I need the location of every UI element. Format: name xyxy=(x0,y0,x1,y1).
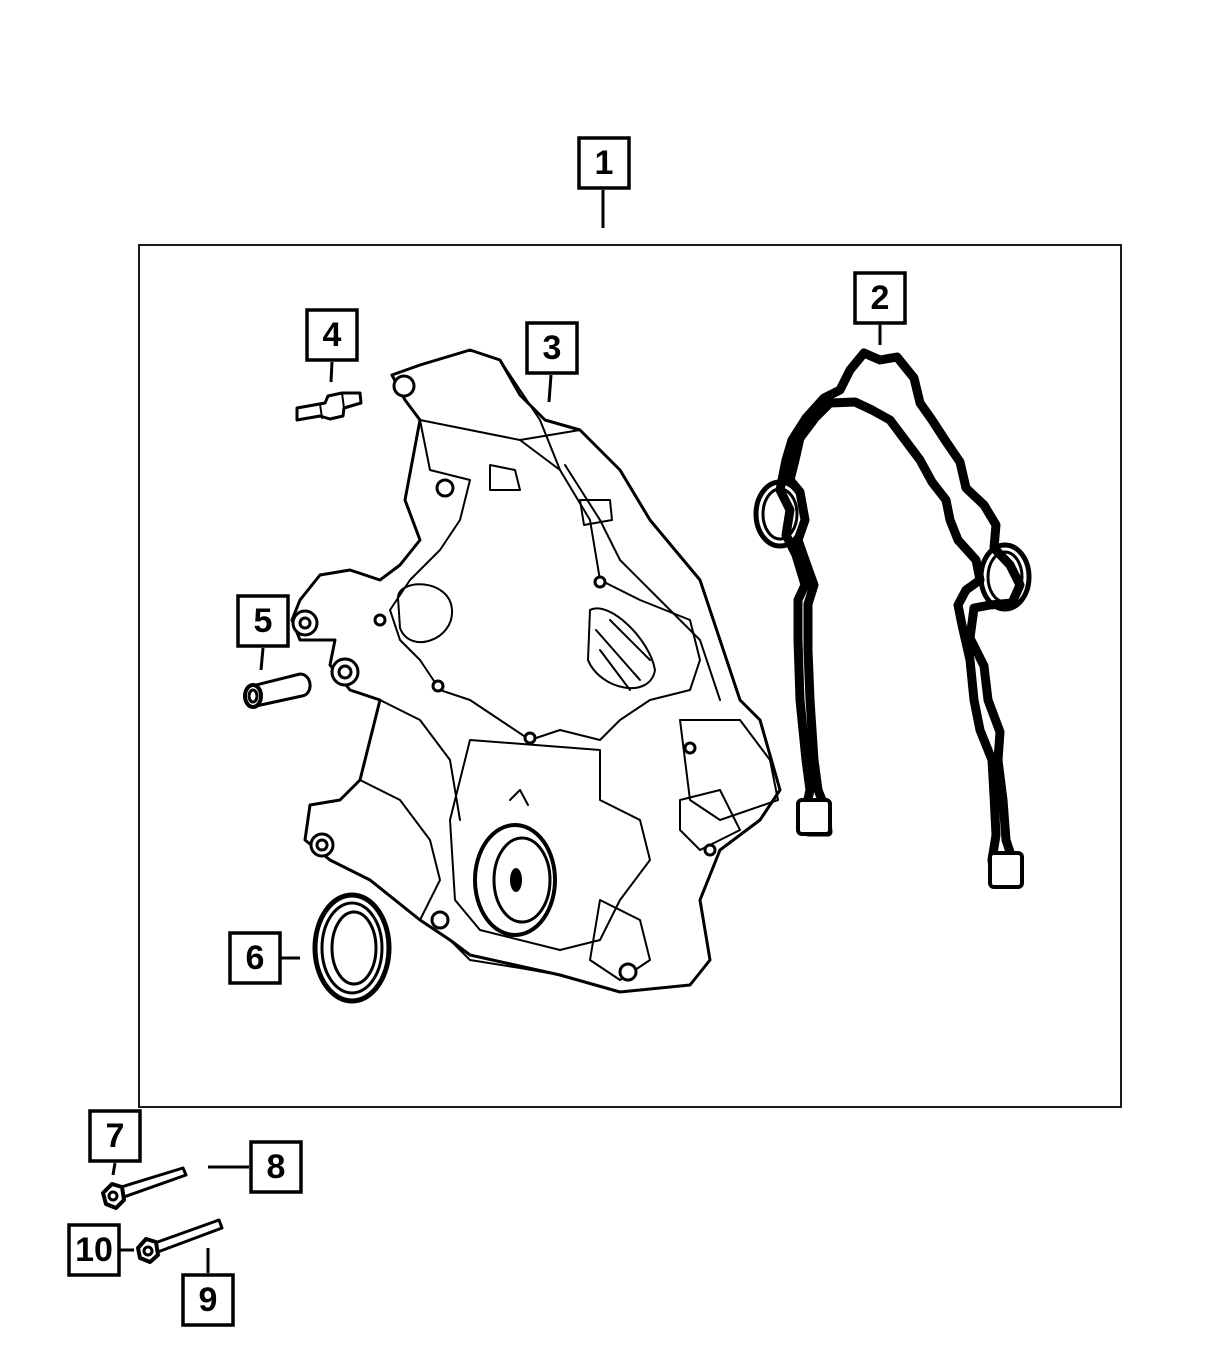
stud-icon xyxy=(295,391,363,422)
callout-9: 9 xyxy=(181,1273,235,1327)
dowel-icon xyxy=(243,672,312,709)
svg-text:1: 1 xyxy=(595,144,614,182)
leader-lines xyxy=(111,190,882,1273)
callout-2: 2 xyxy=(853,271,907,325)
callout-7: 7 xyxy=(88,1109,142,1163)
svg-text:2: 2 xyxy=(871,279,890,317)
callout-3: 3 xyxy=(525,321,579,375)
callout-10: 10 xyxy=(67,1223,121,1277)
callout-6: 6 xyxy=(228,931,282,985)
timing-cover-icon xyxy=(290,348,782,994)
svg-text:6: 6 xyxy=(246,939,265,977)
gasket-icon xyxy=(753,348,1032,889)
bolt-icon xyxy=(136,1218,224,1264)
oil-seal-icon xyxy=(312,892,392,1004)
callout-4: 4 xyxy=(305,308,359,362)
svg-text:3: 3 xyxy=(543,329,562,367)
callout-1: 1 xyxy=(577,136,631,190)
callout-8: 8 xyxy=(249,1140,303,1194)
svg-text:9: 9 xyxy=(199,1281,218,1319)
svg-text:10: 10 xyxy=(75,1231,113,1269)
svg-text:8: 8 xyxy=(267,1148,286,1186)
bolt-icon xyxy=(101,1166,188,1210)
svg-text:5: 5 xyxy=(254,602,273,640)
assembly-frame xyxy=(138,244,1122,1108)
svg-text:4: 4 xyxy=(323,316,342,354)
svg-text:7: 7 xyxy=(106,1117,125,1155)
callout-5: 5 xyxy=(236,594,290,648)
